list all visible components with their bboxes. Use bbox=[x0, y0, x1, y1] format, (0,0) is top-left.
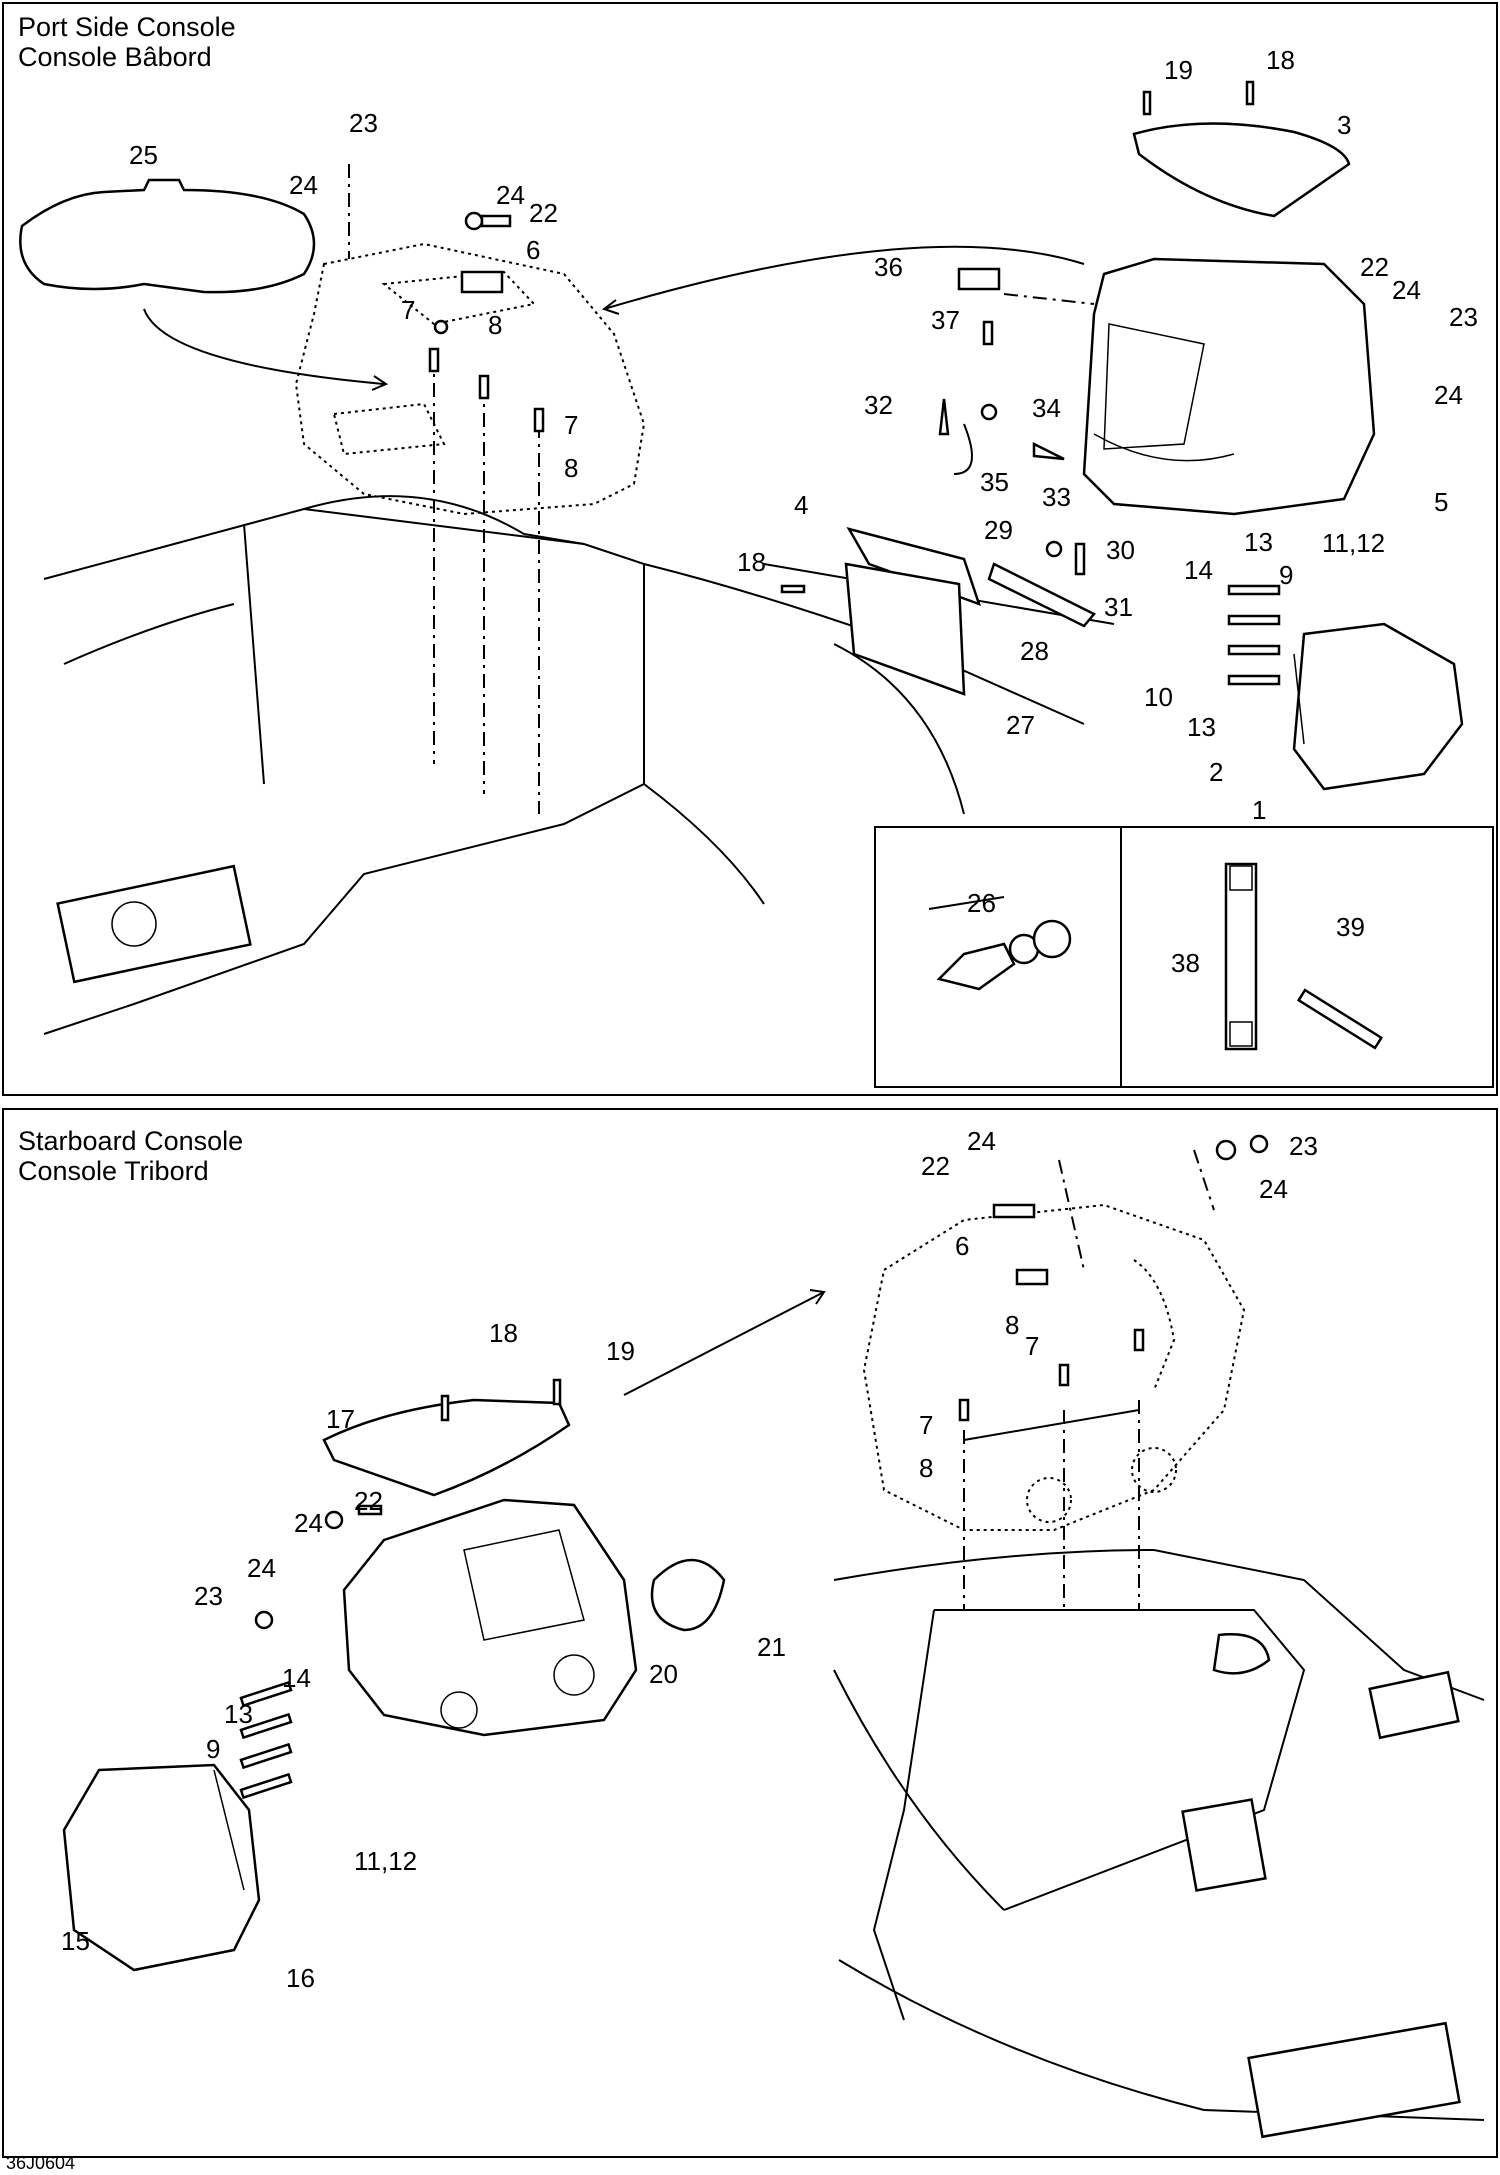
callout: 38 bbox=[1171, 948, 1200, 978]
console-part-5 bbox=[1082, 257, 1376, 516]
callout: 8 bbox=[919, 1453, 933, 1483]
cover-part-3 bbox=[1132, 122, 1351, 218]
callout: 35 bbox=[980, 467, 1009, 497]
callout: 32 bbox=[864, 390, 893, 420]
callout: 11,12 bbox=[1322, 528, 1385, 558]
console-part-20 bbox=[342, 1498, 638, 1737]
lock-part-26 bbox=[936, 942, 1016, 991]
callout: 22 bbox=[921, 1151, 950, 1181]
callout: 9 bbox=[1279, 560, 1293, 590]
callout: 22 bbox=[1360, 252, 1389, 282]
hull-body-starboard bbox=[833, 1548, 1485, 1701]
callout: 11,12 bbox=[354, 1846, 417, 1876]
callout: 39 bbox=[1336, 912, 1365, 942]
panel-title-starboard: Starboard Console Console Tribord bbox=[18, 1126, 243, 1186]
callout: 8 bbox=[488, 310, 502, 340]
callout: 18 bbox=[1266, 45, 1295, 75]
callout: 24 bbox=[967, 1126, 996, 1156]
cover-part-17 bbox=[322, 1398, 571, 1497]
starboard-console-ghost bbox=[862, 1203, 1246, 1531]
callout: 13 bbox=[224, 1699, 253, 1729]
callout: 22 bbox=[354, 1486, 383, 1516]
callout: 27 bbox=[1006, 710, 1035, 740]
seal-part-21 bbox=[650, 1558, 726, 1632]
plate-part-27 bbox=[844, 562, 966, 696]
callout: 1 bbox=[1252, 795, 1266, 825]
callout: 28 bbox=[1020, 636, 1049, 666]
callout: 18 bbox=[737, 547, 766, 577]
callout: 16 bbox=[286, 1963, 315, 1993]
title-line-2: Console Tribord bbox=[18, 1156, 209, 1186]
callout: 7 bbox=[564, 410, 578, 440]
windshield-part bbox=[19, 178, 316, 294]
callout: 23 bbox=[194, 1581, 223, 1611]
drawing-code: 36J0604 bbox=[6, 2153, 76, 2173]
callout: 19 bbox=[1164, 55, 1193, 85]
callout: 7 bbox=[1025, 1331, 1039, 1361]
callout: 36 bbox=[874, 252, 903, 282]
leader-line bbox=[143, 308, 385, 385]
port-side-console-panel: Port Side Console Console Bâbord bbox=[2, 2, 1498, 1096]
callout: 24 bbox=[1434, 380, 1463, 410]
callout: 31 bbox=[1104, 592, 1133, 622]
callout: 21 bbox=[757, 1632, 786, 1662]
callout: 13 bbox=[1187, 712, 1216, 742]
panel-title-port: Port Side Console Console Bâbord bbox=[18, 12, 236, 72]
callout: 7 bbox=[919, 1410, 933, 1440]
inset-tool-detail bbox=[1120, 826, 1494, 1088]
callout: 2 bbox=[1209, 757, 1223, 787]
tool-part-38 bbox=[1224, 862, 1258, 1051]
callout: 22 bbox=[529, 198, 558, 228]
callout: 3 bbox=[1337, 110, 1351, 140]
title-line-1: Starboard Console bbox=[18, 1126, 244, 1156]
callout: 24 bbox=[289, 170, 318, 200]
hull-body-port bbox=[43, 507, 645, 1035]
cover-part-15 bbox=[62, 1763, 261, 1972]
callout: 24 bbox=[1259, 1174, 1288, 1204]
starboard-exploded-diagram: 24 22 23 24 6 8 7 7 8 18 19 17 22 24 24 … bbox=[61, 1126, 1485, 2139]
starboard-console-panel: Starboard Console Console Tribord bbox=[2, 1108, 1498, 2158]
callout: 29 bbox=[984, 515, 1013, 545]
inset-lock-detail bbox=[874, 826, 1144, 1088]
callout: 10 bbox=[1144, 682, 1173, 712]
callout: 19 bbox=[606, 1336, 635, 1366]
callout: 7 bbox=[401, 295, 415, 325]
callout: 8 bbox=[1005, 1310, 1019, 1340]
rod-part-39 bbox=[1296, 988, 1384, 1050]
port-console-ghost bbox=[294, 242, 646, 516]
callout: 17 bbox=[326, 1404, 355, 1434]
callout: 5 bbox=[1434, 487, 1448, 517]
port-side-exploded-diagram: 25 23 24 24 22 6 7 8 7 8 19 18 3 36 22 2… bbox=[19, 45, 1478, 1051]
callout: 13 bbox=[1244, 527, 1273, 557]
callout: 18 bbox=[489, 1318, 518, 1348]
title-line-1: Port Side Console bbox=[18, 12, 236, 42]
callout: 15 bbox=[61, 1926, 90, 1956]
title-line-2: Console Bâbord bbox=[18, 42, 212, 72]
callout: 14 bbox=[1184, 555, 1213, 585]
callout: 24 bbox=[294, 1508, 323, 1538]
bracket-part-28 bbox=[987, 562, 1096, 628]
callout: 30 bbox=[1106, 535, 1135, 565]
cover-part-1 bbox=[1292, 622, 1464, 791]
callout: 25 bbox=[129, 140, 158, 170]
callout: 9 bbox=[206, 1734, 220, 1764]
callout: 24 bbox=[247, 1553, 276, 1583]
callout: 6 bbox=[955, 1231, 969, 1261]
callout: 23 bbox=[349, 108, 378, 138]
callout: 37 bbox=[931, 305, 960, 335]
callout: 34 bbox=[1032, 393, 1061, 423]
callout: 24 bbox=[1392, 275, 1421, 305]
callout: 14 bbox=[282, 1663, 311, 1693]
callout: 23 bbox=[1289, 1131, 1318, 1161]
callout: 8 bbox=[564, 453, 578, 483]
callout: 24 bbox=[496, 180, 525, 210]
callout: 33 bbox=[1042, 482, 1071, 512]
callout: 26 bbox=[967, 888, 996, 918]
callout: 4 bbox=[794, 490, 808, 520]
callout: 20 bbox=[649, 1659, 678, 1689]
callout: 6 bbox=[526, 235, 540, 265]
callout: 23 bbox=[1449, 302, 1478, 332]
